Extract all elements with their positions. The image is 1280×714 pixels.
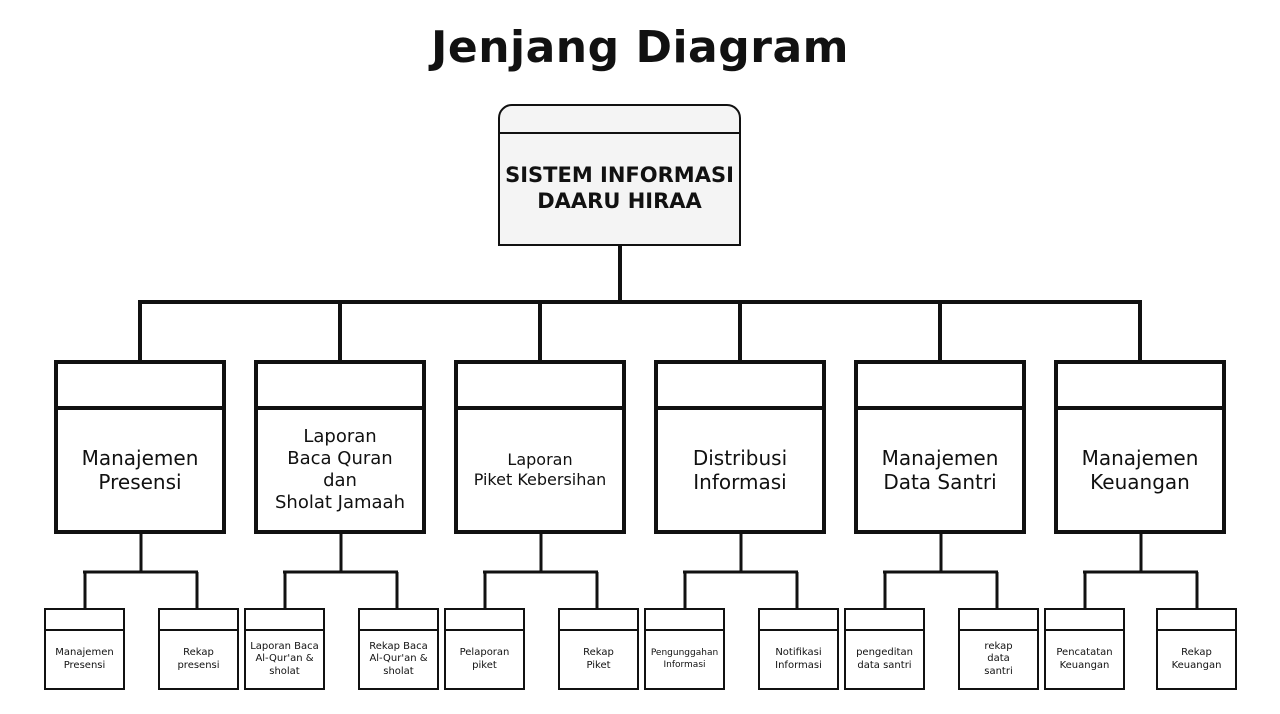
leaf-node-label: Pencatatan Keuangan bbox=[1056, 647, 1113, 671]
root-node-label: SISTEM INFORMASI DAARU HIRAA bbox=[505, 163, 734, 213]
leaf-node: pengeditan data santri bbox=[844, 608, 925, 690]
module-node-data-santri: Manajemen Data Santri bbox=[854, 360, 1026, 534]
module-node-keuangan: Manajemen Keuangan bbox=[1054, 360, 1226, 534]
leaf-node-label: Rekap Keuangan bbox=[1171, 647, 1222, 671]
leaf-node: Pengunggahan Informasi bbox=[644, 608, 725, 690]
leaf-node-label: Notifikasi Informasi bbox=[775, 647, 822, 671]
module-node-label: Manajemen Presensi bbox=[81, 445, 199, 494]
module-node-laporan-baca-quran: Laporan Baca Quran dan Sholat Jamaah bbox=[254, 360, 426, 534]
module-node-header bbox=[658, 364, 822, 410]
leaf-node: rekap data santri bbox=[958, 608, 1039, 690]
module-node-label: Distribusi Informasi bbox=[692, 445, 788, 494]
module-node-label: Laporan Piket Kebersihan bbox=[473, 450, 607, 489]
leaf-node: Rekap Baca Al-Qur'an & sholat bbox=[358, 608, 439, 690]
module-node-header bbox=[58, 364, 222, 410]
leaf-node-header bbox=[960, 610, 1037, 631]
leaf-node-header bbox=[360, 610, 437, 631]
root-node: SISTEM INFORMASI DAARU HIRAA bbox=[498, 104, 741, 246]
leaf-node-label: rekap data santri bbox=[984, 640, 1013, 677]
leaf-node: Notifikasi Informasi bbox=[758, 608, 839, 690]
leaf-node-label: Pelaporan piket bbox=[459, 647, 510, 671]
module-node-label: Manajemen Data Santri bbox=[881, 445, 999, 494]
leaf-node-header bbox=[560, 610, 637, 631]
leaf-node: Manajemen Presensi bbox=[44, 608, 125, 690]
leaf-node: Laporan Baca Al-Qur'an & sholat bbox=[244, 608, 325, 690]
leaf-node-header bbox=[246, 610, 323, 631]
module-node-label: Manajemen Keuangan bbox=[1081, 445, 1199, 494]
leaf-node: Pencatatan Keuangan bbox=[1044, 608, 1125, 690]
leaf-node: Rekap Keuangan bbox=[1156, 608, 1237, 690]
leaf-node-label: Rekap Baca Al-Qur'an & sholat bbox=[369, 640, 428, 677]
leaf-node-header bbox=[1046, 610, 1123, 631]
leaf-node-header bbox=[760, 610, 837, 631]
leaf-node: Rekap presensi bbox=[158, 608, 239, 690]
leaf-node: Pelaporan piket bbox=[444, 608, 525, 690]
module-node-laporan-piket: Laporan Piket Kebersihan bbox=[454, 360, 626, 534]
leaf-node-label: Rekap Piket bbox=[583, 647, 614, 671]
leaf-node-label: Manajemen Presensi bbox=[55, 647, 114, 671]
module-node-header bbox=[1058, 364, 1222, 410]
leaf-node-header bbox=[846, 610, 923, 631]
leaf-node-header bbox=[46, 610, 123, 631]
leaf-node-label: Rekap presensi bbox=[177, 647, 220, 671]
module-node-header bbox=[858, 364, 1022, 410]
root-node-header bbox=[500, 106, 739, 134]
leaf-node-label: Laporan Baca Al-Qur'an & sholat bbox=[250, 640, 319, 677]
leaf-node-header bbox=[646, 610, 723, 631]
module-node-presensi: Manajemen Presensi bbox=[54, 360, 226, 534]
leaf-node-label: pengeditan data santri bbox=[856, 647, 913, 671]
leaf-node-header bbox=[160, 610, 237, 631]
leaf-node-label: Pengunggahan Informasi bbox=[650, 648, 719, 670]
module-node-distribusi-informasi: Distribusi Informasi bbox=[654, 360, 826, 534]
module-node-header bbox=[458, 364, 622, 410]
module-node-label: Laporan Baca Quran dan Sholat Jamaah bbox=[275, 426, 405, 513]
module-node-header bbox=[258, 364, 422, 410]
leaf-node-header bbox=[1158, 610, 1235, 631]
leaf-node: Rekap Piket bbox=[558, 608, 639, 690]
leaf-node-header bbox=[446, 610, 523, 631]
diagram-title: Jenjang Diagram bbox=[431, 22, 849, 73]
